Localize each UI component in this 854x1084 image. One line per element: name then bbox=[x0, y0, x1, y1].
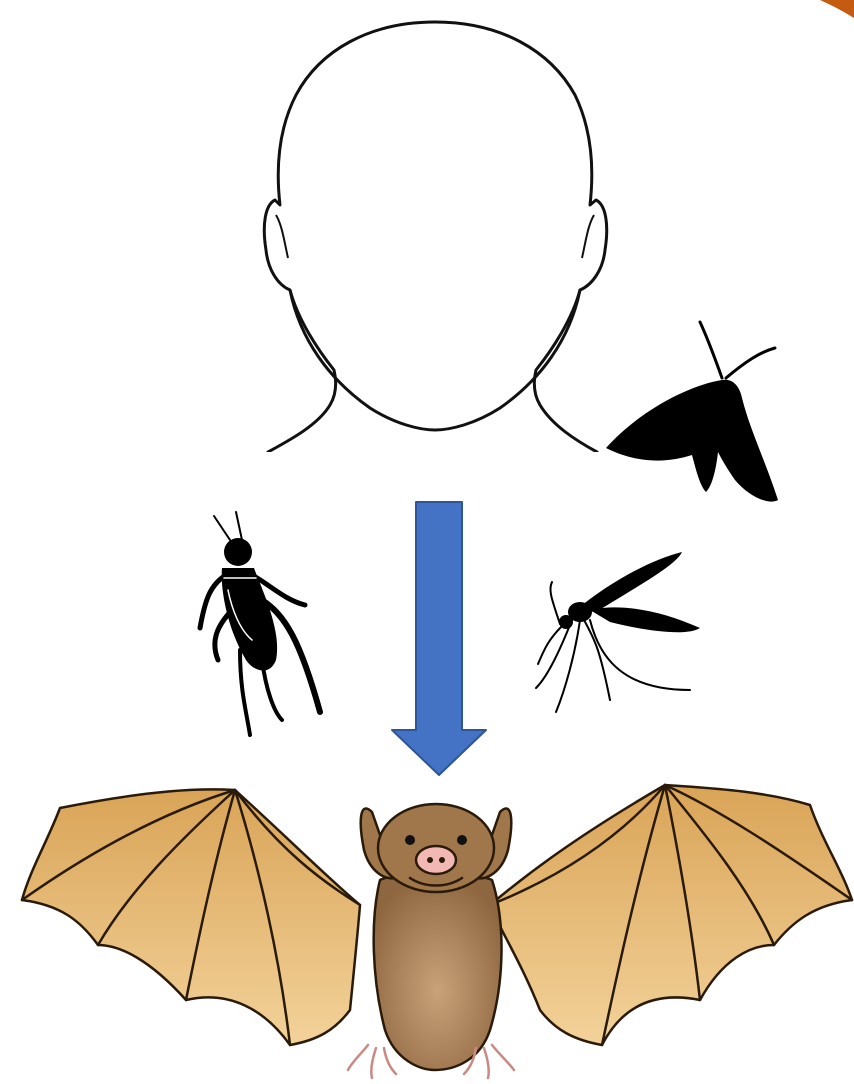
down-arrow bbox=[392, 502, 486, 775]
bat-left-wing bbox=[22, 789, 360, 1045]
mosquito-silhouette bbox=[536, 552, 700, 712]
human-head bbox=[260, 22, 610, 462]
bat bbox=[22, 785, 852, 1078]
corner-accent-shape bbox=[820, 0, 854, 18]
bat-body bbox=[374, 873, 502, 1071]
moth-silhouette bbox=[606, 322, 778, 502]
cricket-silhouette bbox=[200, 512, 320, 735]
bat-right-wing bbox=[490, 785, 852, 1045]
